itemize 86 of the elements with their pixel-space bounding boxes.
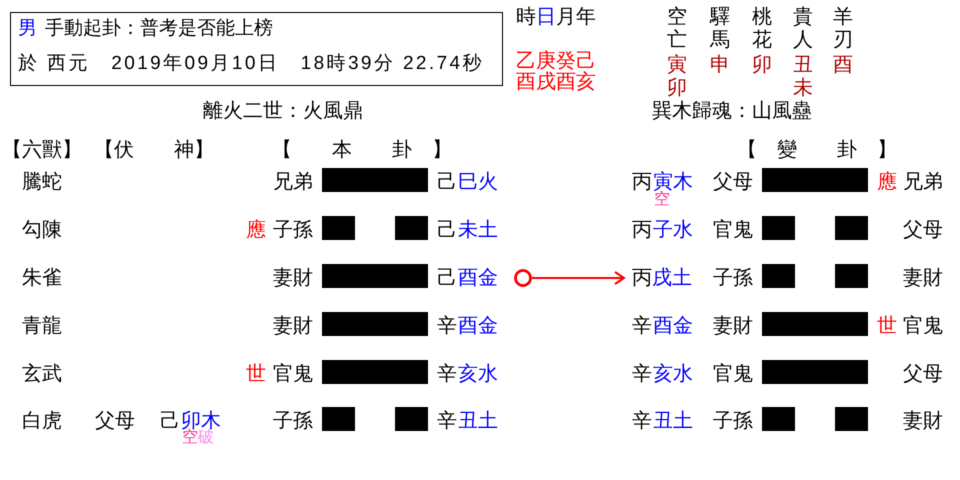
- branch-text: 卯: [752, 53, 772, 77]
- stem-label: 丙: [632, 266, 652, 290]
- beast-label: 青龍: [22, 314, 62, 338]
- branch-label: 酉金: [653, 314, 693, 338]
- pillar-header: 年: [576, 5, 596, 29]
- stem-label: 辛: [632, 362, 652, 386]
- branch-label: 丑土: [653, 409, 693, 433]
- hexagram-name: 離火二世：火風鼎: [203, 99, 363, 123]
- stem-row-text: 乙庚癸己: [516, 49, 596, 72]
- relation-label: 妻財: [713, 314, 753, 338]
- branch-text: 卯: [667, 76, 687, 100]
- stem-label: 丙: [632, 218, 652, 242]
- column-header: 驛馬: [710, 6, 730, 52]
- branch-label: 亥水: [653, 362, 693, 386]
- column-header: 貴人: [793, 6, 813, 52]
- relation-label: 子孫: [713, 409, 753, 433]
- column-header: 羊刃: [833, 6, 853, 52]
- date-text: 於 西元 2019年09月10日 18時39分 22.74秒: [18, 52, 484, 76]
- beast-label: 朱雀: [22, 266, 62, 290]
- branch-label: 亥水: [458, 362, 498, 386]
- relation-label: 妻財: [903, 266, 943, 290]
- relation-label: 官鬼: [713, 218, 753, 242]
- stem-label: 辛: [437, 314, 457, 338]
- relation-label: 兄弟: [273, 170, 313, 194]
- stem-label: 己: [437, 218, 457, 242]
- line-marker: 應: [877, 170, 897, 194]
- branch-text: 丑: [793, 53, 813, 77]
- relation-label: 妻財: [273, 314, 313, 338]
- branch-label: 丑土: [458, 409, 498, 433]
- line-marker: 應: [246, 218, 266, 242]
- branch-label: 戌土: [652, 266, 692, 290]
- relation-label: 子孫: [713, 266, 753, 290]
- pillar-header: 時: [516, 5, 536, 29]
- stem-label: 辛: [437, 409, 457, 433]
- relation-label: 兄弟: [903, 170, 943, 194]
- stem-label: 己: [437, 170, 457, 194]
- column-header: 空亡: [667, 6, 687, 52]
- relation-label: 官鬼: [273, 362, 313, 386]
- branch-label: 酉金: [458, 314, 498, 338]
- relation-label: 妻財: [273, 266, 313, 290]
- status-label: 空: [654, 191, 670, 209]
- stem-label: 辛: [437, 362, 457, 386]
- relation-label: 父母: [903, 362, 943, 386]
- status-label: 空: [182, 429, 198, 447]
- stem-label: 丙: [632, 170, 652, 194]
- beast-label: 勾陳: [22, 218, 62, 242]
- pillar-header: 月: [556, 5, 576, 29]
- branch-label: 酉金: [458, 266, 498, 290]
- pillar-header: 日: [536, 5, 556, 29]
- branch-label: 子水: [653, 218, 693, 242]
- column-header: 【 本 卦 】: [272, 138, 452, 162]
- relation-label: 妻財: [903, 409, 943, 433]
- circle-mark: [514, 269, 532, 287]
- relation-label: 子孫: [273, 218, 313, 242]
- question-text: 手動起卦：普考是否能上榜: [45, 17, 273, 41]
- beast-label: 騰蛇: [22, 170, 62, 194]
- branch-label: 巳火: [458, 170, 498, 194]
- column-header: 桃花: [752, 6, 772, 52]
- relation-label: 子孫: [273, 409, 313, 433]
- branch-row: 酉戌酉亥: [516, 70, 596, 94]
- info-box: [10, 12, 503, 86]
- column-header: 【六獸】: [2, 138, 82, 162]
- beast-label: 白虎: [22, 409, 62, 433]
- relation-label: 官鬼: [713, 362, 753, 386]
- branch-text: 未: [793, 76, 813, 100]
- branch-text: 申: [710, 53, 730, 77]
- branch-text: 寅: [667, 53, 687, 77]
- column-header: 【 變 卦 】: [737, 138, 897, 162]
- relation-label: 父母: [903, 218, 943, 242]
- column-header: 【伏 神】: [94, 138, 214, 162]
- relation-label: 父母: [713, 170, 753, 194]
- stem-label: 己: [437, 266, 457, 290]
- gender-label: 男: [18, 17, 37, 41]
- branch-label: 未土: [458, 218, 498, 242]
- relation-label: 官鬼: [903, 314, 943, 338]
- stem-label: 己: [160, 409, 180, 433]
- stem-label: 辛: [632, 314, 652, 338]
- line-marker: 世: [246, 362, 266, 386]
- arrow: [532, 271, 625, 285]
- status-label: 破: [198, 429, 214, 447]
- beast-label: 玄武: [22, 362, 62, 386]
- stem-label: 辛: [632, 409, 652, 433]
- branch-text: 酉: [833, 53, 853, 77]
- relation-label: 父母: [95, 409, 135, 433]
- line-marker: 世: [877, 314, 897, 338]
- hexagram-name: 巽木歸魂：山風蠱: [652, 99, 812, 123]
